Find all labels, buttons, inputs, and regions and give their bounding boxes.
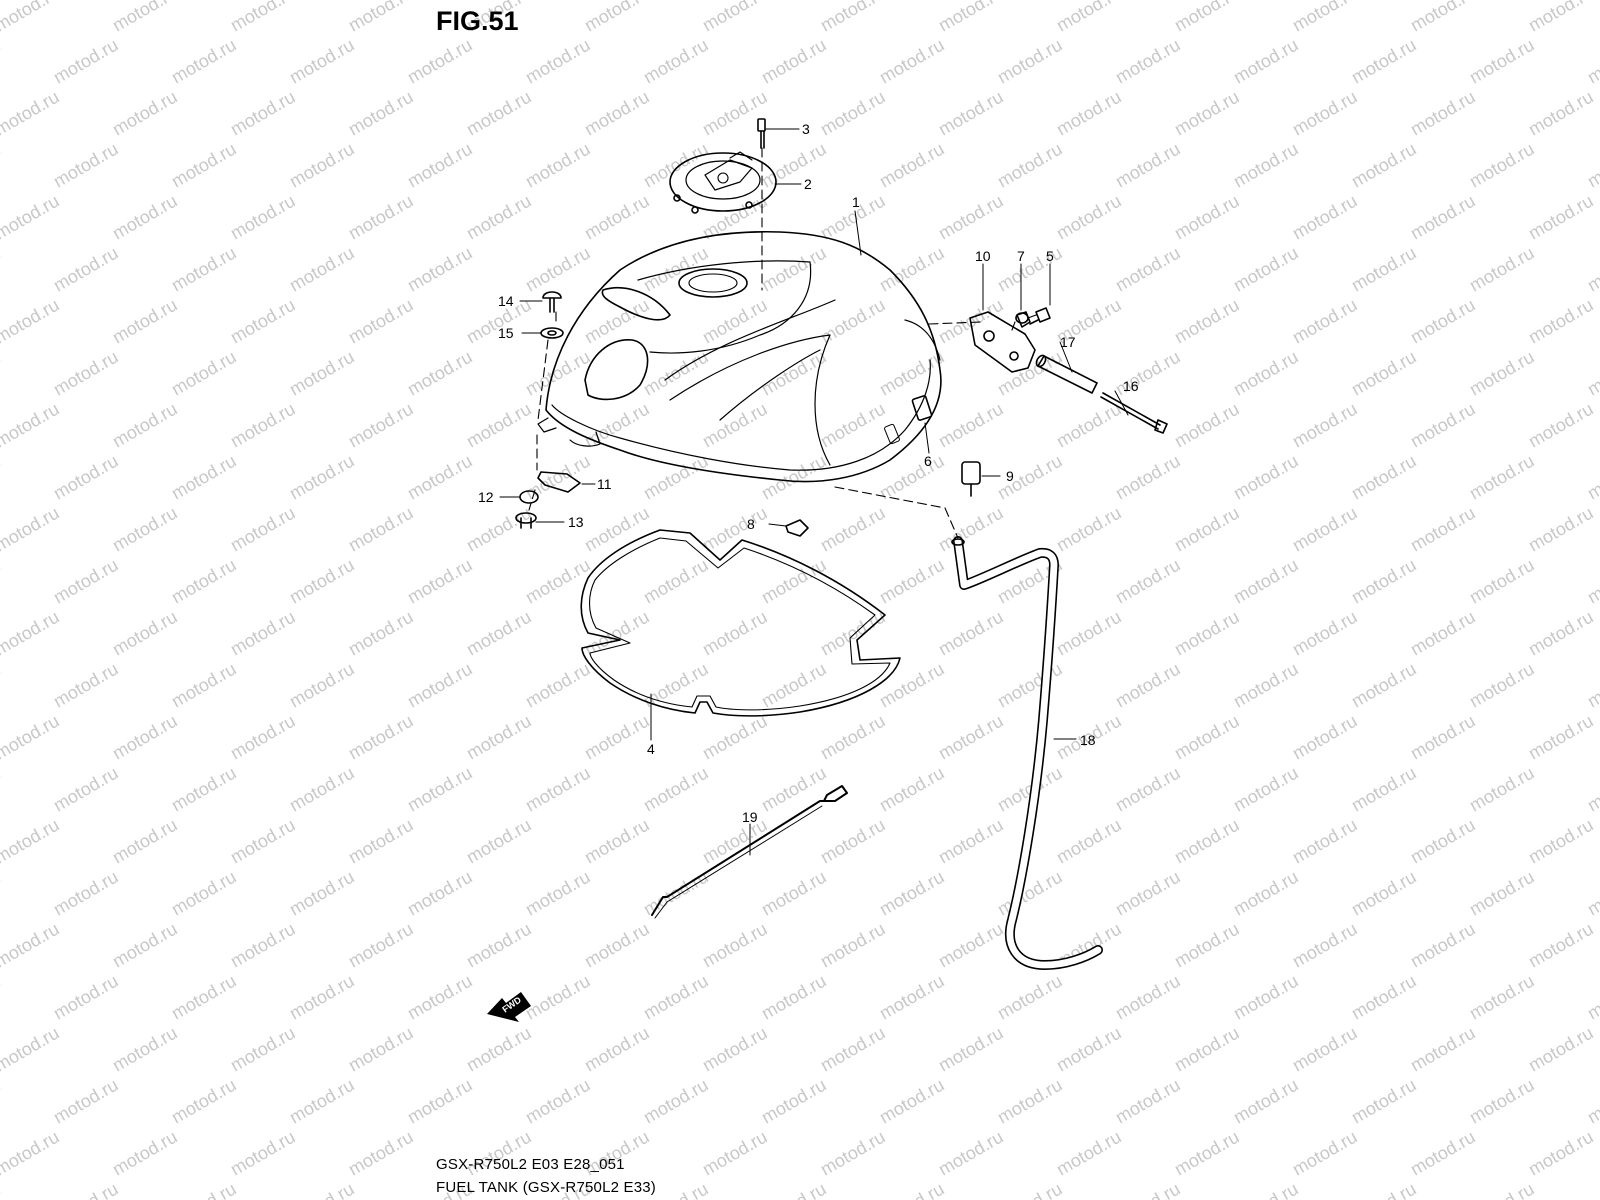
- ref-2: 2: [804, 176, 812, 192]
- breather-valve: [961, 461, 981, 497]
- ref-14: 14: [498, 293, 514, 309]
- bracket-cushion: [1015, 311, 1031, 328]
- front-cushion: [785, 519, 809, 537]
- figure-caption-code: GSX-R750L2 E03 E28_051: [436, 1156, 625, 1173]
- rubber-grommet: [519, 490, 539, 504]
- breather-hose-end: [951, 538, 965, 546]
- fwd-arrow: FWD: [487, 992, 531, 1022]
- ref-13: 13: [568, 514, 584, 530]
- ref-17: 17: [1060, 334, 1076, 350]
- ref-16: 16: [1123, 378, 1139, 394]
- breather-hose: [953, 536, 1103, 970]
- assembly-lines: [528, 147, 1037, 539]
- ref-11: 11: [597, 476, 612, 492]
- ref-10: 10: [975, 248, 991, 264]
- ref-6: 6: [924, 453, 932, 469]
- ref-7: 7: [1017, 248, 1025, 264]
- ref-3: 3: [802, 121, 810, 137]
- tank-seal: [580, 529, 901, 717]
- ref-5: 5: [1046, 248, 1054, 264]
- ref-8: 8: [747, 516, 755, 532]
- front-bracket: [537, 471, 581, 493]
- arrow-left-icon: [487, 992, 531, 1022]
- collar: [515, 512, 537, 529]
- cap-bolt: [757, 118, 766, 149]
- fuel-cap: [669, 151, 777, 214]
- ref-19: 19: [742, 809, 758, 825]
- ref-4: 4: [647, 741, 655, 757]
- ref-12: 12: [478, 489, 494, 505]
- bracket-bolt: [1029, 307, 1051, 325]
- ref-1: 1: [852, 194, 860, 210]
- wire-clamp: [651, 785, 848, 916]
- figure-caption-title: FUEL TANK (GSX-R750L2 E33): [436, 1179, 657, 1196]
- ref-18: 18: [1080, 732, 1096, 748]
- hinge-bolt: [1100, 392, 1168, 434]
- washer: [540, 327, 564, 339]
- ref-15: 15: [498, 325, 514, 341]
- tank-bracket: [969, 311, 1036, 373]
- mounting-bolt: [542, 291, 562, 313]
- hinge-collar: [1035, 354, 1098, 394]
- leader-lines: [499, 128, 1129, 856]
- breather-hose-core: [954, 537, 1102, 969]
- tank-seal-inner: [588, 537, 891, 711]
- fuel-tank: [537, 230, 942, 483]
- reference-numbers: 3 2 1 4 5 6 7 8 9 10 11 12 13 14 15 16 1…: [478, 121, 1139, 825]
- figure-title: FIG.51: [436, 6, 519, 36]
- wire-clamp-inner: [654, 805, 823, 919]
- ref-9: 9: [1006, 468, 1014, 484]
